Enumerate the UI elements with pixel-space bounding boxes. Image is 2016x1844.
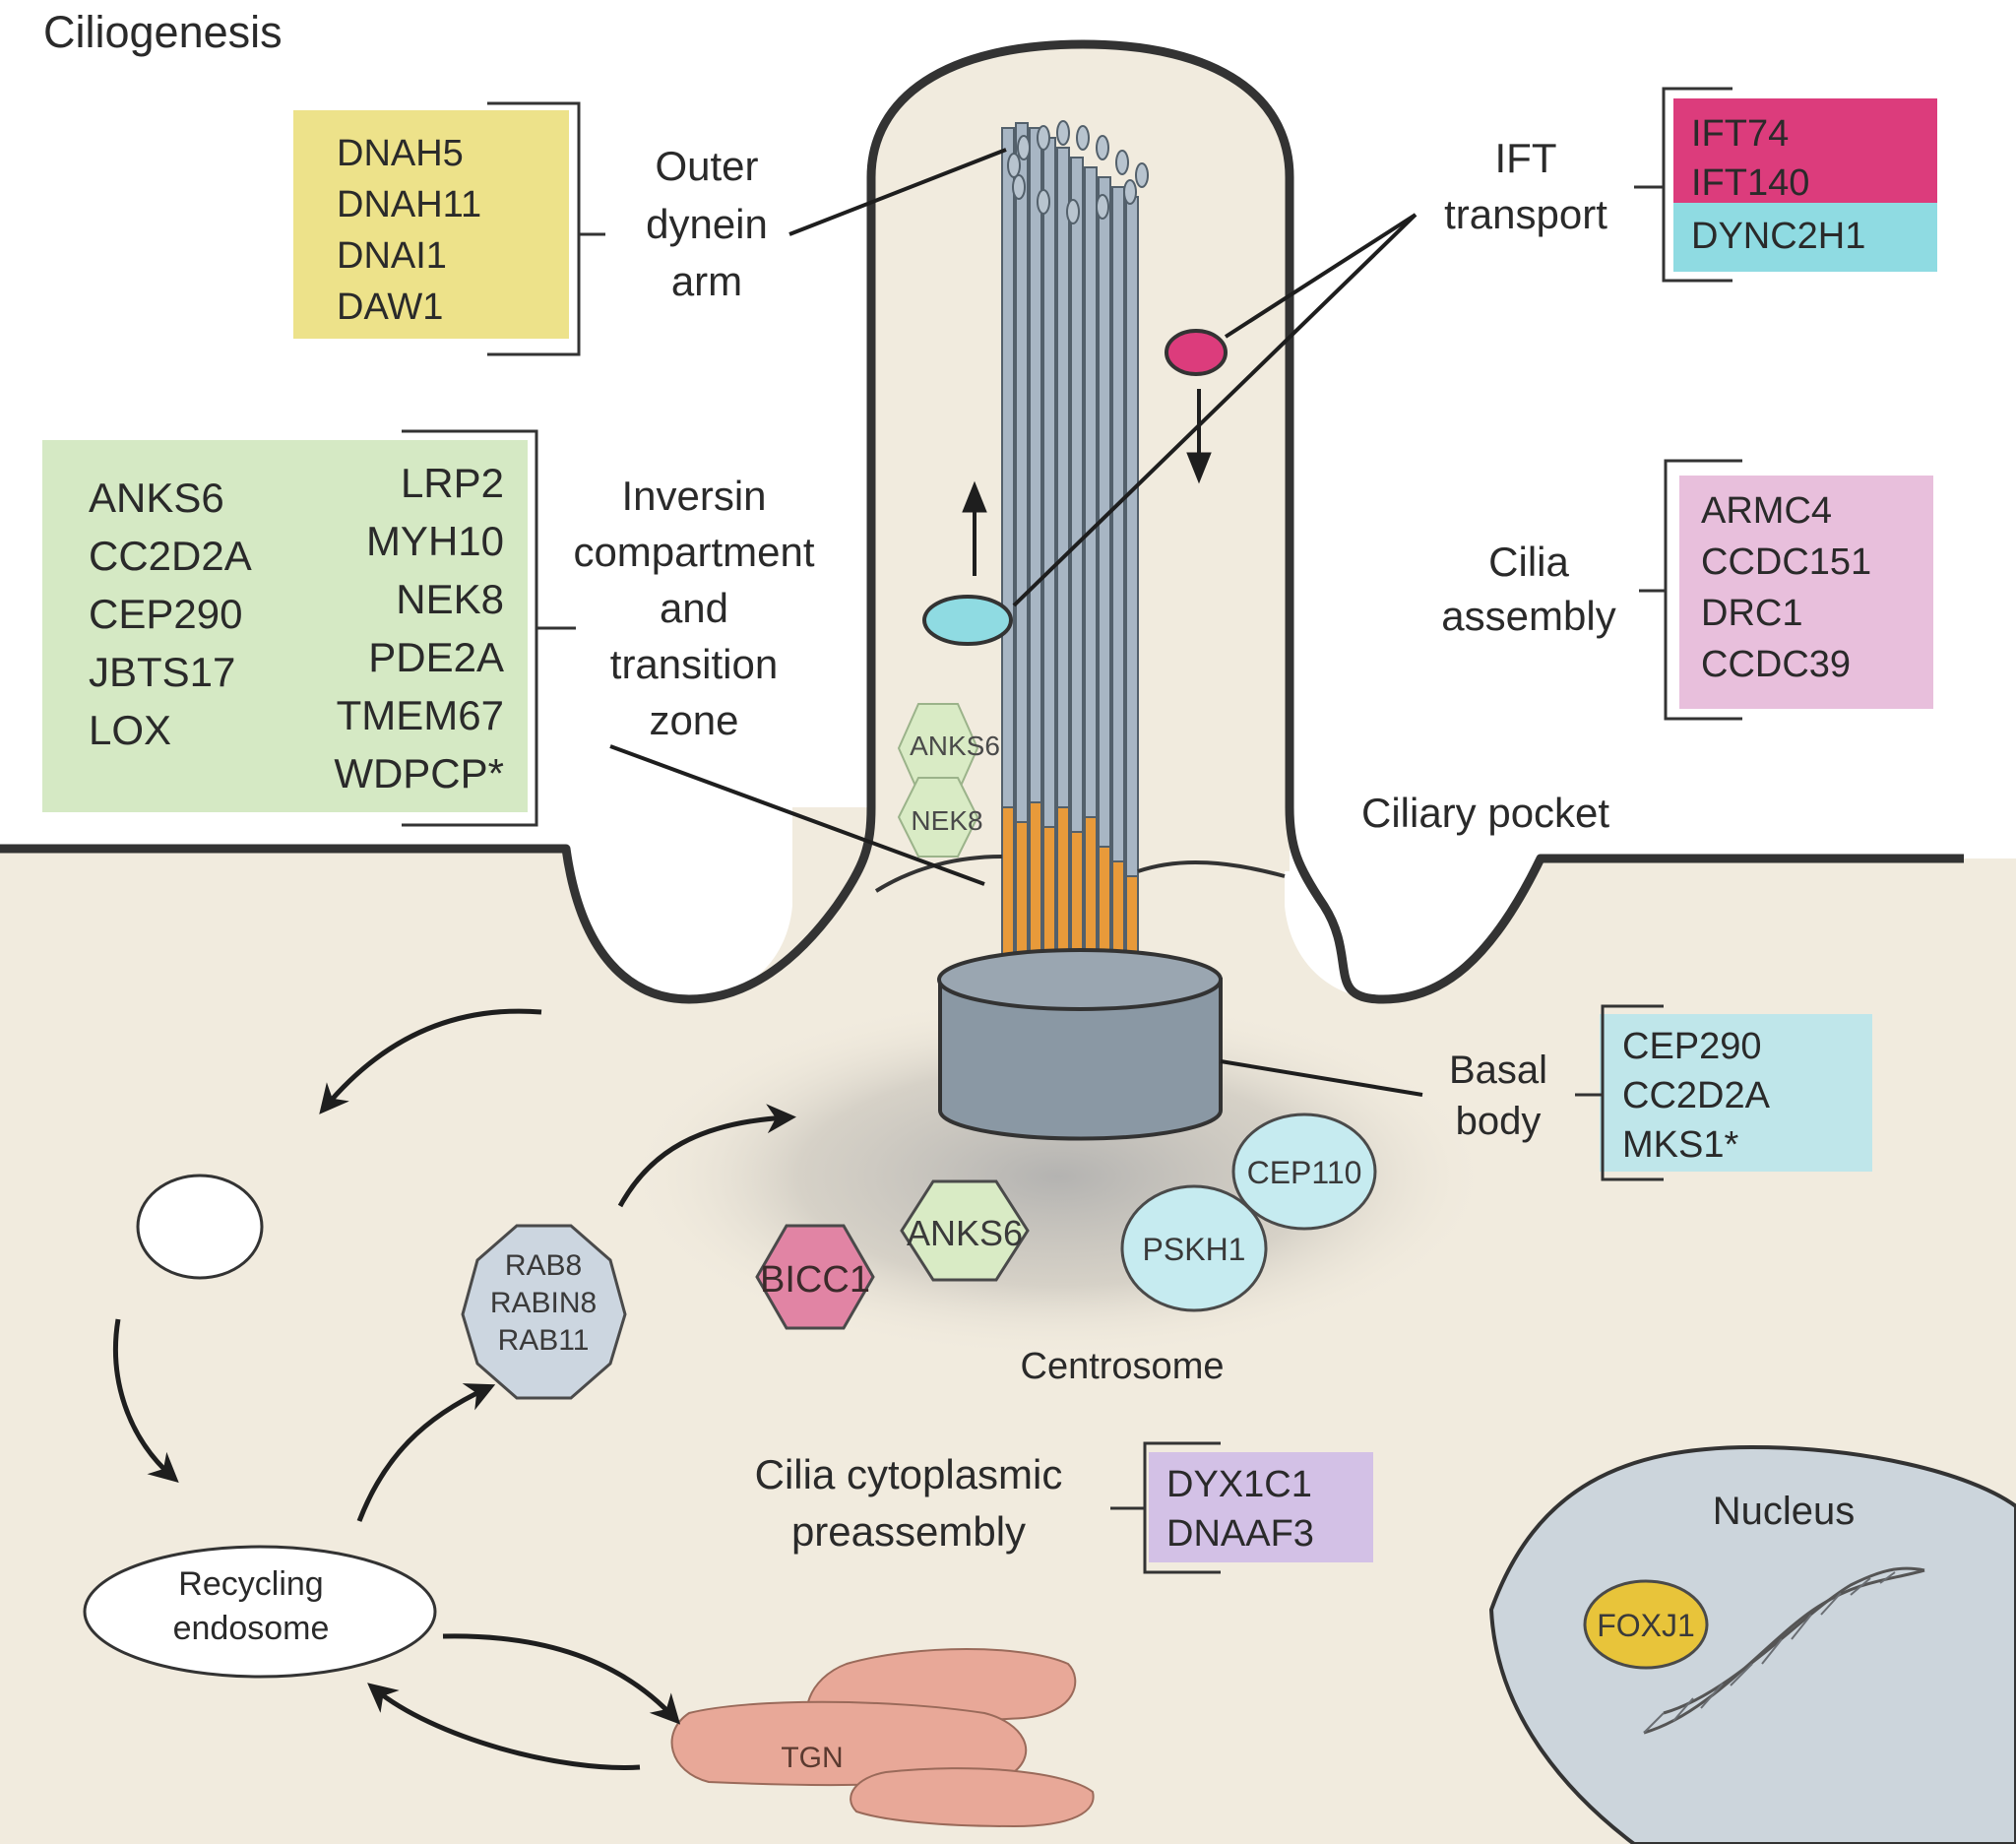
centrosome-anks6-hexagon	[900, 1179, 1030, 1282]
rabin8-label: RABIN8	[490, 1287, 597, 1319]
recycling-endosome-line2: endosome	[173, 1610, 330, 1647]
preassembly-gene-box	[1149, 1452, 1373, 1562]
pskh1-oval	[1120, 1184, 1268, 1312]
inversin-left-5: LOX	[89, 707, 171, 753]
ift-gene-1: IFT74	[1691, 113, 1789, 155]
dynein-gene-4: DAW1	[337, 286, 443, 328]
inversin-leader-line	[609, 744, 985, 886]
ift-leader-line-retro	[1224, 213, 1418, 339]
cilium-anks6-label: ANKS6	[910, 731, 1000, 761]
dynein-label-line2: dynein	[646, 201, 768, 247]
cep110-label: CEP110	[1247, 1155, 1362, 1190]
preassembly-gene-1: DYX1C1	[1166, 1464, 1312, 1505]
cilium-nek8-label: NEK8	[911, 805, 982, 836]
bicc1-hexagon	[755, 1224, 875, 1330]
diagram-title: Ciliogenesis	[43, 7, 283, 57]
assembly-label-line1: Cilia	[1488, 539, 1569, 585]
rab-complex-octagon	[461, 1224, 627, 1400]
inversin-left-4: JBTS17	[89, 649, 235, 695]
dynein-bracket	[487, 101, 605, 356]
dynein-label-line3: arm	[671, 258, 742, 304]
assembly-bracket	[1639, 459, 1742, 721]
inversin-left-3: CEP290	[89, 591, 242, 637]
plasma-membrane	[0, 39, 1964, 1004]
recycling-endosome-line1: Recycling	[178, 1565, 323, 1603]
nucleus-shape	[1488, 1444, 2016, 1844]
dna-helix	[1643, 1566, 1925, 1735]
dynein-gene-3: DNAI1	[337, 235, 447, 277]
assembly-gene-3: DRC1	[1701, 593, 1802, 634]
rab11-label: RAB11	[498, 1324, 590, 1357]
inversin-right-2: MYH10	[366, 518, 504, 564]
dynein-label-line1: Outer	[655, 143, 758, 189]
basal-gene-2: CC2D2A	[1622, 1075, 1771, 1116]
inversin-label-line2: compartment	[573, 529, 814, 575]
basal-label-line1: Basal	[1449, 1049, 1547, 1092]
rab8-label: RAB8	[505, 1249, 582, 1282]
inversin-right-1: LRP2	[401, 460, 504, 506]
nucleus-label: Nucleus	[1713, 1490, 1856, 1533]
basal-gene-box	[1600, 1014, 1872, 1172]
centrosome-label: Centrosome	[1021, 1346, 1225, 1387]
preassembly-gene-2: DNAAF3	[1166, 1513, 1314, 1555]
inversin-left-1: ANKS6	[89, 475, 224, 521]
ift-cyan-box	[1673, 203, 1937, 272]
pskh1-label: PSKH1	[1143, 1232, 1246, 1267]
inversin-label-line4: transition	[610, 641, 778, 687]
inversin-right-5: TMEM67	[337, 692, 504, 738]
basal-gene-3: MKS1*	[1622, 1124, 1738, 1166]
inversin-right-3: NEK8	[396, 576, 504, 622]
foxj1-label: FOXJ1	[1597, 1608, 1695, 1643]
preassembly-label-line2: preassembly	[791, 1508, 1026, 1555]
assembly-gene-2: CCDC151	[1701, 541, 1871, 583]
dynein-gene-box	[293, 110, 569, 339]
basal-body-cylinder	[937, 948, 1223, 1141]
ift-gene-2: IFT140	[1691, 162, 1809, 204]
inversin-label-line3: and	[660, 585, 728, 631]
centrosome-anks6-label: ANKS6	[907, 1213, 1023, 1253]
inversin-left-2: CC2D2A	[89, 533, 252, 579]
assembly-label-line2: assembly	[1441, 593, 1615, 639]
assembly-gene-4: CCDC39	[1701, 644, 1851, 685]
vesicle	[136, 1174, 264, 1280]
dynein-gene-2: DNAH11	[337, 184, 481, 225]
basal-leader-line	[1220, 1059, 1423, 1097]
ift-particle-anterograde	[922, 595, 1013, 646]
ift-particle-retrograde	[1165, 329, 1228, 376]
ift-bracket	[1634, 87, 1732, 283]
cilium-nek8-hexagon	[897, 777, 979, 858]
preassembly-label-line1: Cilia cytoplasmic	[755, 1451, 1063, 1497]
inversin-right-6: WDPCP*	[334, 750, 504, 796]
basal-bracket	[1575, 1004, 1664, 1181]
dynein-gene-1: DNAH5	[337, 133, 464, 174]
ift-label-line2: transport	[1444, 191, 1607, 237]
inversin-gene-box	[42, 440, 528, 812]
axoneme	[874, 120, 1286, 986]
dynein-leader-line	[788, 148, 1007, 236]
ift-label-line1: IFT	[1495, 135, 1557, 181]
assembly-gene-box	[1679, 476, 1933, 709]
bicc1-label: BICC1	[760, 1259, 870, 1301]
ift-leader-line-antero	[1012, 213, 1418, 607]
foxj1-oval	[1583, 1579, 1709, 1670]
assembly-gene-1: ARMC4	[1701, 490, 1832, 532]
inversin-right-4: PDE2A	[368, 634, 504, 680]
basal-gene-1: CEP290	[1622, 1026, 1762, 1067]
inversin-label-line5: zone	[649, 697, 738, 743]
tgn-label: TGN	[781, 1742, 843, 1774]
inversin-label-line1: Inversin	[621, 473, 766, 519]
tgn-stack	[670, 1648, 1095, 1828]
ift-magenta-box	[1673, 98, 1937, 203]
inversin-bracket	[402, 429, 576, 827]
ift-gene-3: DYNC2H1	[1691, 216, 1865, 257]
ciliary-pocket-label: Ciliary pocket	[1361, 790, 1609, 836]
preassembly-bracket	[1110, 1441, 1221, 1574]
trafficking-arrows	[113, 1008, 796, 1770]
recycling-endosome-oval	[83, 1545, 437, 1679]
basal-label-line2: body	[1456, 1100, 1542, 1143]
cep110-oval	[1231, 1113, 1377, 1231]
